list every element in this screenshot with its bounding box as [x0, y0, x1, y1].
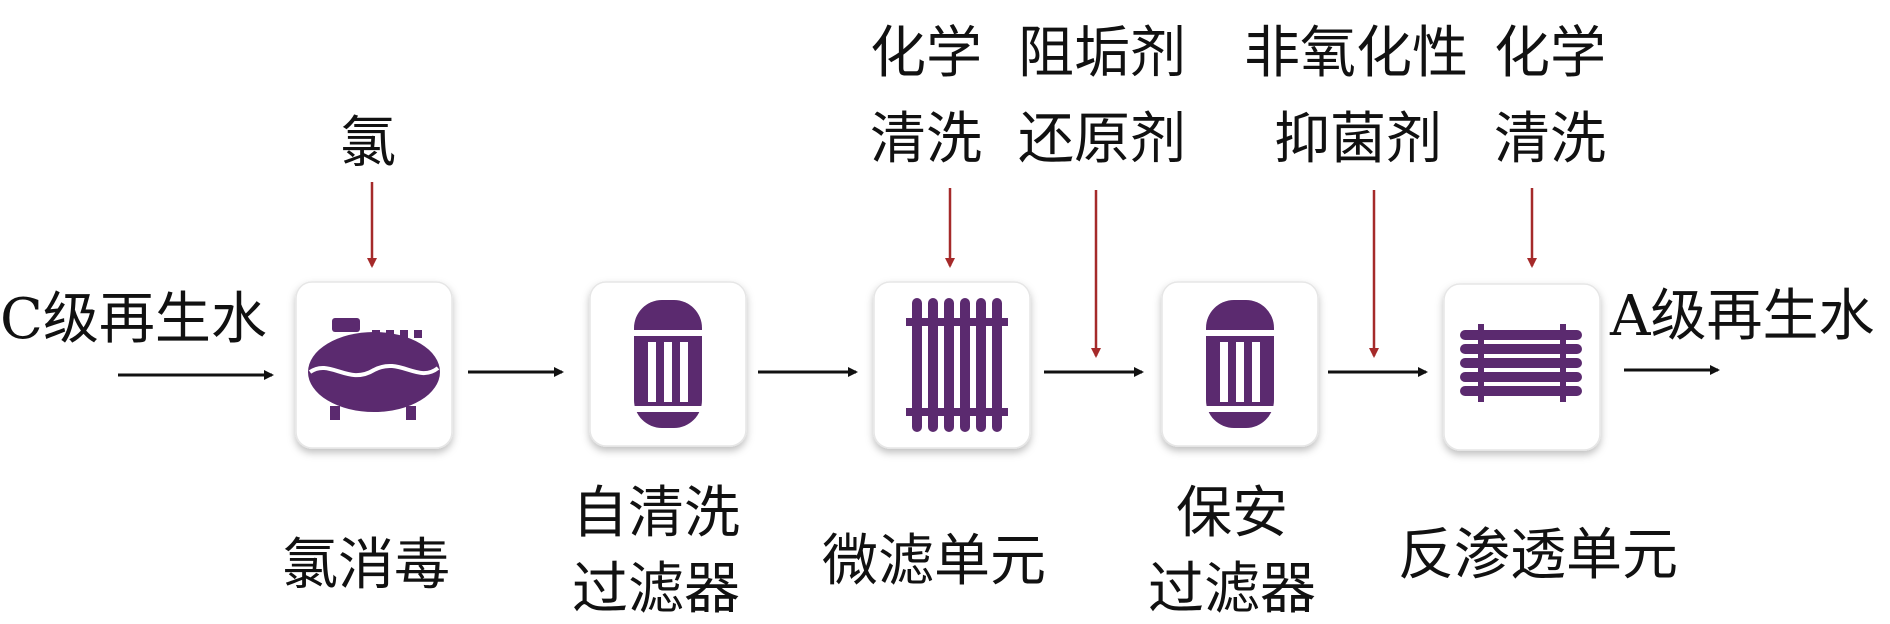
- unit-label-chlorine-disinfection: 氯消毒: [282, 533, 450, 598]
- unit-label-microfiltration: 微滤单元: [822, 529, 1046, 594]
- dosing-label-non-oxidizing: 非氧化性: [1244, 21, 1468, 86]
- unit-chlorine-disinfection: [295, 281, 453, 449]
- unit-label-self-cleaning-line2: 过滤器: [572, 557, 740, 622]
- microfilter-modules-icon: [906, 298, 1008, 432]
- unit-self-cleaning-filter: [589, 281, 747, 447]
- output-label: A级再生水: [1609, 284, 1874, 349]
- unit-label-reverse-osmosis: 反渗透单元: [1398, 523, 1678, 588]
- dosing-label-reducing-agent: 还原剂: [1018, 107, 1186, 172]
- tank-icon: [308, 318, 440, 420]
- unit-cartridge-filter: [1161, 281, 1319, 447]
- dosing-label-chemical-cleaning-1-line2: 清洗: [870, 107, 982, 172]
- vessel-filter-icon: [1206, 300, 1274, 428]
- dosing-label-biocide: 抑菌剂: [1274, 107, 1442, 172]
- dosing-label-chemical-cleaning-2-line2: 清洗: [1494, 107, 1606, 172]
- vessel-filter-icon: [634, 300, 702, 428]
- input-label: C级再生水: [0, 287, 267, 352]
- ro-membrane-icon: [1460, 324, 1582, 402]
- unit-label-cartridge-line1: 保安: [1176, 481, 1288, 546]
- dosing-label-chlorine: 氯: [340, 111, 396, 176]
- dosing-label-antiscalant: 阻垢剂: [1018, 21, 1186, 86]
- unit-reverse-osmosis: [1443, 283, 1601, 451]
- dosing-label-chemical-cleaning-1-line1: 化学: [870, 21, 982, 86]
- unit-label-cartridge-line2: 过滤器: [1148, 557, 1316, 622]
- unit-microfiltration: [873, 281, 1031, 449]
- dosing-label-chemical-cleaning-2-line1: 化学: [1494, 21, 1606, 86]
- unit-label-self-cleaning-line1: 自清洗: [572, 481, 740, 546]
